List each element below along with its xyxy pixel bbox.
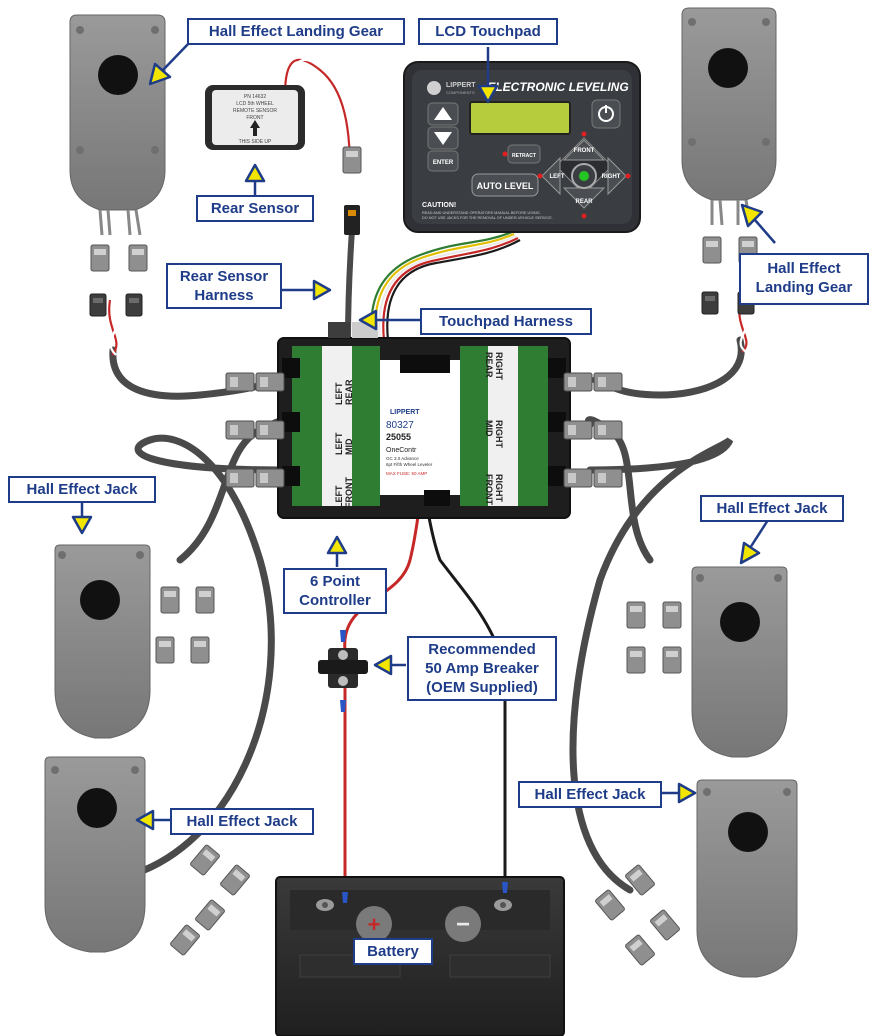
label-left-front-1: LEFT bbox=[334, 485, 344, 508]
controller-part-number: 25055 bbox=[386, 432, 411, 442]
callout-breaker-line-3: (OEM Supplied) bbox=[426, 679, 538, 696]
callout-rear-sensor-harness-line-1: Rear Sensor bbox=[179, 268, 269, 285]
landing-gear-sensor-left bbox=[69, 14, 166, 317]
enter-button[interactable] bbox=[427, 150, 459, 172]
callout-breaker-line-1: Recommended bbox=[428, 641, 536, 658]
battery-negative-symbol: − bbox=[456, 911, 470, 938]
label-left-mid-2: MID bbox=[344, 438, 354, 455]
controller-name: OneContr bbox=[386, 447, 417, 454]
controller-part-prefix: 80327 bbox=[386, 420, 414, 431]
callout-hall-effect-landing-gear-right-line-2: Landing Gear bbox=[755, 279, 853, 296]
callout-touchpad-harness: Touchpad Harness bbox=[420, 308, 592, 335]
direction-pad: FRONT REAR LEFT RIGHT bbox=[537, 131, 631, 219]
six-point-controller: LEFT REAR LEFT MID LEFT FRONT RIGHT REAR… bbox=[277, 337, 571, 519]
caution-line-1: READ AND UNDERSTAND OPERATORS MANUAL BEF… bbox=[422, 211, 541, 215]
callout-rear-sensor-harness-line-2: Harness bbox=[194, 287, 254, 304]
landing-gear-sensor-right bbox=[681, 7, 777, 315]
callout-six-point-controller-line-2: Controller bbox=[299, 592, 371, 609]
front-label: FRONT bbox=[574, 148, 595, 154]
jack-sensor-left-upper bbox=[54, 544, 215, 739]
caution-line-2: DO NOT USE JACKS FOR THE REMOVAL OF UNDE… bbox=[422, 216, 553, 220]
retract-button[interactable] bbox=[507, 144, 541, 164]
left-label: LEFT bbox=[550, 174, 565, 180]
label-left-mid-1: LEFT bbox=[334, 432, 344, 455]
controller-desc-2: 6pt Fifth Wheel Leveler bbox=[386, 462, 433, 467]
jack-sensor-right-lower bbox=[594, 779, 798, 978]
controller-desc-1: GC 3.0 Advance bbox=[386, 456, 419, 461]
callout-rear-sensor: Rear Sensor bbox=[196, 195, 314, 222]
callout-hall-effect-jack-left-upper: Hall Effect Jack bbox=[8, 476, 156, 503]
enter-label: ENTER bbox=[433, 160, 454, 166]
callout-rear-sensor-harness: Rear Sensor Harness bbox=[166, 263, 282, 309]
sensor-text-2: LCD 5th WHEEL bbox=[236, 101, 274, 107]
lcd-screen bbox=[469, 101, 571, 135]
right-button[interactable] bbox=[607, 156, 627, 196]
callout-hall-effect-jack-left-lower: Hall Effect Jack bbox=[170, 808, 314, 835]
callout-hall-effect-jack-right-lower: Hall Effect Jack bbox=[518, 781, 662, 808]
label-left-rear-1: LEFT bbox=[334, 382, 344, 405]
callout-battery: Battery bbox=[353, 938, 433, 965]
circuit-breaker bbox=[318, 630, 368, 712]
caution-title: CAUTION! bbox=[422, 202, 456, 209]
rear-label: REAR bbox=[575, 199, 593, 205]
controller-brand: LIPPERT bbox=[390, 409, 420, 416]
label-right-rear-2: REAR bbox=[484, 352, 494, 378]
callout-hall-effect-landing-gear-right-line-1: Hall Effect bbox=[767, 260, 841, 277]
auto-level-label: AUTO LEVEL bbox=[477, 181, 534, 191]
callout-arrows bbox=[71, 41, 776, 831]
callout-six-point-controller: 6 Point Controller bbox=[283, 568, 387, 614]
label-right-mid-2: MID bbox=[484, 420, 494, 437]
battery-positive-symbol: + bbox=[368, 912, 381, 937]
touchpad-brand-sub: COMPONENTS bbox=[446, 90, 475, 95]
label-left-front-2: FRONT bbox=[344, 477, 354, 508]
lcd-touchpad: LIPPERT COMPONENTS ELECTRONIC LEVELING E… bbox=[403, 61, 641, 233]
sensor-text-3: REMOTE SENSOR bbox=[233, 108, 277, 114]
label-left-rear-2: REAR bbox=[344, 379, 354, 405]
rear-sensor: PN 14632 LCD 5th WHEEL REMOTE SENSOR FRO… bbox=[205, 85, 362, 235]
touchpad-brand: LIPPERT bbox=[446, 82, 476, 89]
sensor-text-1: PN 14632 bbox=[244, 94, 266, 100]
front-button[interactable] bbox=[562, 139, 606, 161]
sensor-text-4: FRONT bbox=[246, 115, 263, 121]
label-right-front-2: FRONT bbox=[484, 474, 494, 505]
callout-hall-effect-landing-gear-right: Hall Effect Landing Gear bbox=[739, 253, 869, 305]
callout-six-point-controller-line-1: 6 Point bbox=[309, 573, 360, 590]
callout-hall-effect-landing-gear-top: Hall Effect Landing Gear bbox=[187, 18, 405, 45]
callout-hall-effect-jack-right-upper: Hall Effect Jack bbox=[700, 495, 844, 522]
label-right-rear-1: RIGHT bbox=[494, 352, 504, 381]
label-right-mid-1: RIGHT bbox=[494, 420, 504, 449]
sensor-text-5: THIS SIDE UP bbox=[239, 139, 272, 145]
callout-breaker-line-2: 50 Amp Breaker bbox=[425, 660, 539, 677]
touchpad-title: ELECTRONIC LEVELING bbox=[487, 80, 628, 94]
auto-level-button[interactable] bbox=[471, 173, 539, 197]
retract-label: RETRACT bbox=[512, 153, 536, 159]
jack-sensor-left-lower bbox=[44, 756, 251, 957]
callout-breaker: Recommended 50 Amp Breaker (OEM Supplied… bbox=[407, 636, 557, 701]
power-button[interactable] bbox=[591, 99, 621, 129]
label-right-front-1: RIGHT bbox=[494, 474, 504, 503]
controller-warning: MAX FUSE: 50 AMP bbox=[386, 471, 427, 476]
right-label: RIGHT bbox=[602, 174, 621, 180]
jack-sensor-right-upper bbox=[626, 566, 788, 758]
left-button[interactable] bbox=[541, 156, 561, 196]
callout-lcd-touchpad: LCD Touchpad bbox=[418, 18, 558, 45]
